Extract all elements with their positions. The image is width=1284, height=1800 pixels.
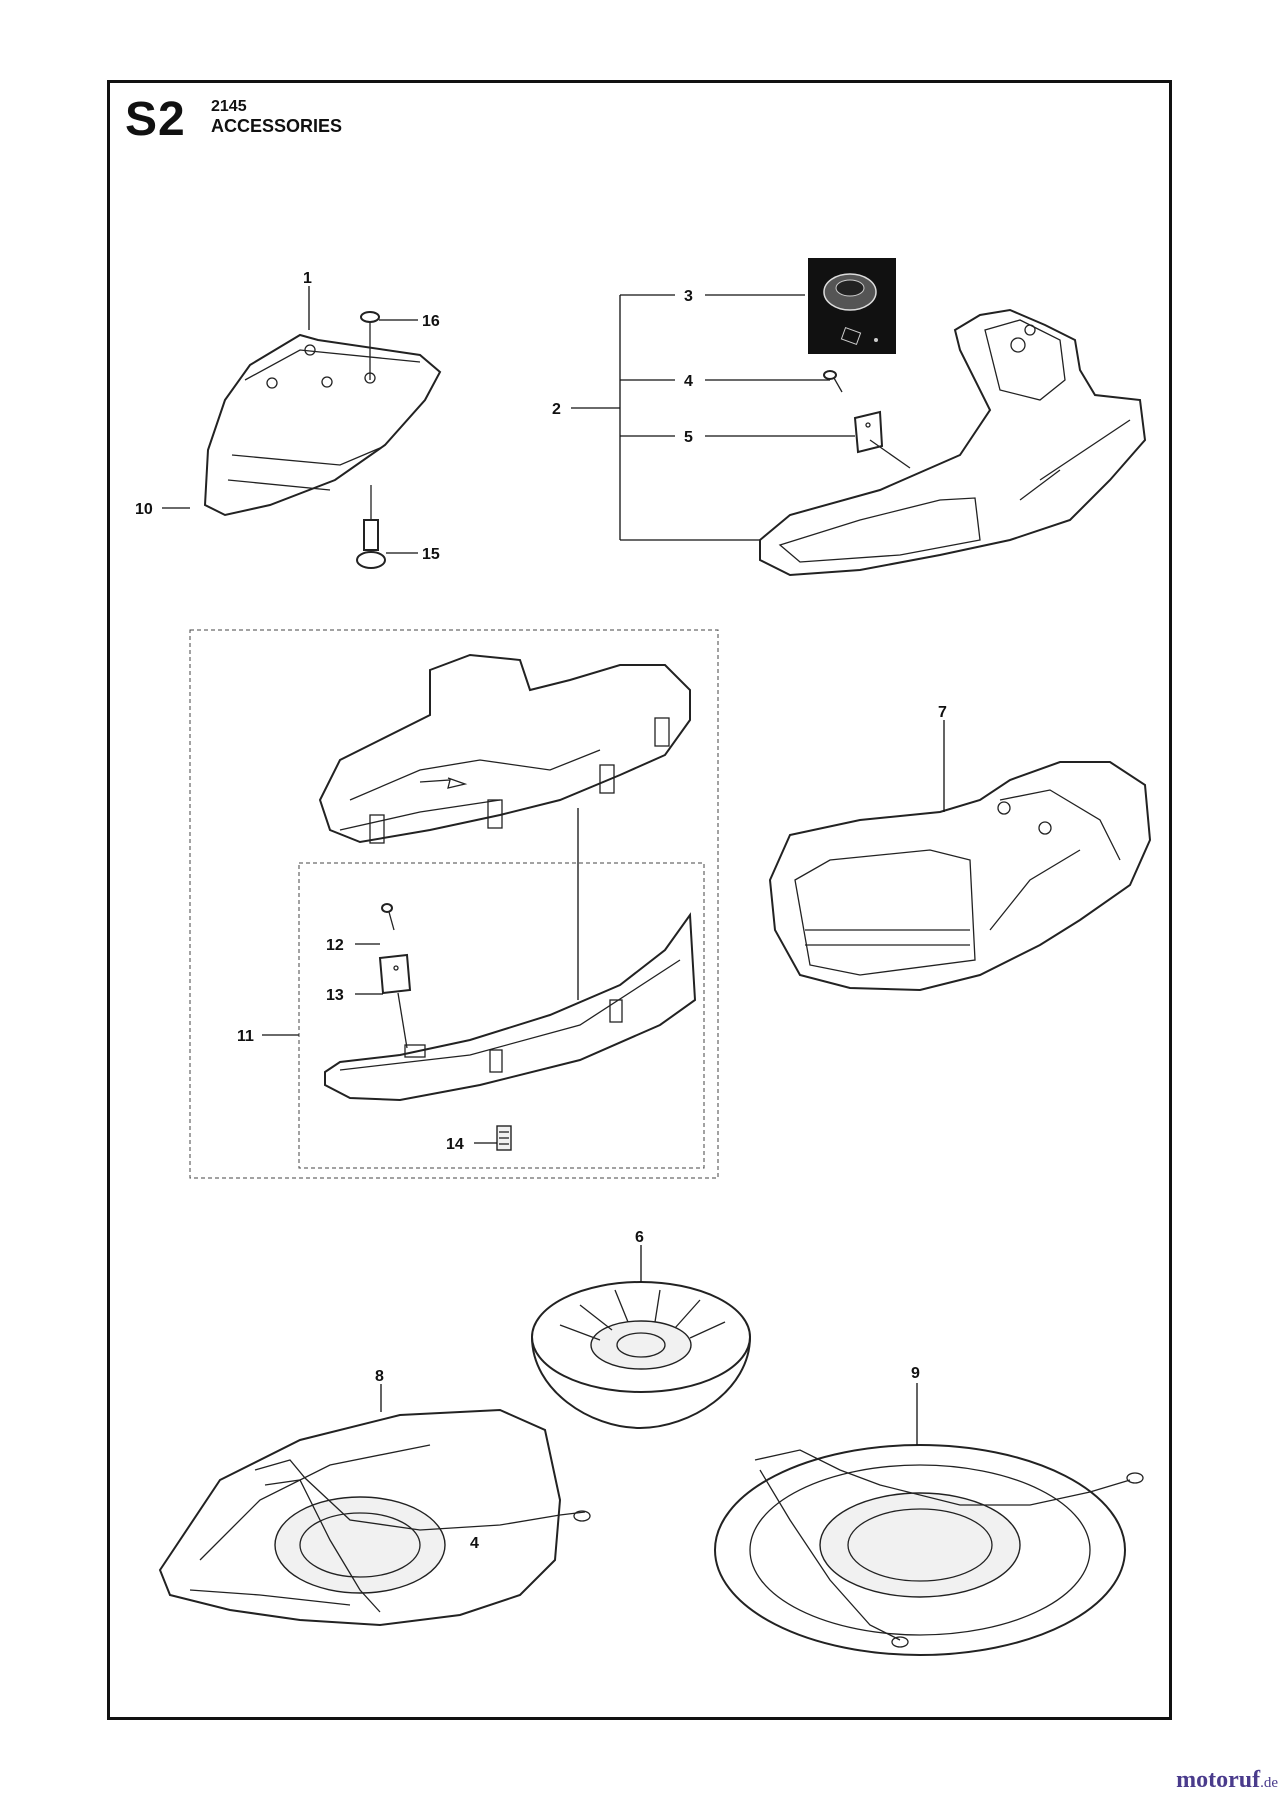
- part-15-screw: [356, 485, 386, 569]
- part-8-guard: [158, 1408, 591, 1627]
- callout-15: 15: [422, 546, 440, 563]
- part-13-plate: [378, 953, 412, 995]
- diagram-frame: [107, 80, 1172, 1720]
- callout-16: 16: [422, 313, 440, 330]
- part-14-clip: [496, 1125, 512, 1151]
- leader-5-to-guard: [869, 439, 911, 469]
- callout-13: 13: [326, 987, 344, 1004]
- part-4-screw: [823, 370, 843, 393]
- callout-2: 2: [552, 401, 561, 418]
- part-11-rail: [324, 912, 697, 1102]
- callout-4b: 4: [470, 1535, 479, 1552]
- callout-12: 12: [326, 937, 344, 954]
- watermark-brand: motoruf: [1176, 1767, 1261, 1793]
- callout-8: 8: [375, 1368, 384, 1385]
- part-16-washer: [360, 311, 380, 323]
- part-9-guard: [714, 1444, 1144, 1656]
- leader-13-to-rail: [397, 992, 408, 1049]
- callout-9: 9: [911, 1365, 920, 1382]
- callout-4: 4: [684, 373, 693, 390]
- callout-6: 6: [635, 1229, 644, 1246]
- bracket-2: [571, 294, 855, 541]
- callout-10: 10: [135, 501, 153, 518]
- watermark-logo: motoruf.de: [1176, 1767, 1278, 1794]
- section-title: ACCESSORIES: [211, 116, 343, 136]
- assembly-box-11: [298, 862, 705, 1169]
- callout-14: 14: [446, 1136, 464, 1153]
- part-10-guard-top: [318, 653, 691, 844]
- part-1-guard: [203, 333, 442, 517]
- callout-11: 11: [237, 1028, 254, 1045]
- model-number: 2145: [211, 98, 247, 115]
- part-5-plate: [853, 410, 884, 454]
- part-7-guard: [768, 761, 1152, 992]
- watermark-tld: .de: [1260, 1775, 1278, 1791]
- part-3-kit: [808, 258, 896, 354]
- callout-3: 3: [684, 288, 693, 305]
- part-6-bowl: [530, 1281, 752, 1430]
- part-2-guard: [759, 308, 1147, 577]
- callout-7: 7: [938, 704, 947, 721]
- callout-1: 1: [303, 270, 312, 287]
- part-12-screw: [381, 903, 395, 931]
- section-code: S2: [125, 93, 186, 146]
- callout-5: 5: [684, 429, 693, 446]
- assembly-box-10: [189, 629, 719, 1179]
